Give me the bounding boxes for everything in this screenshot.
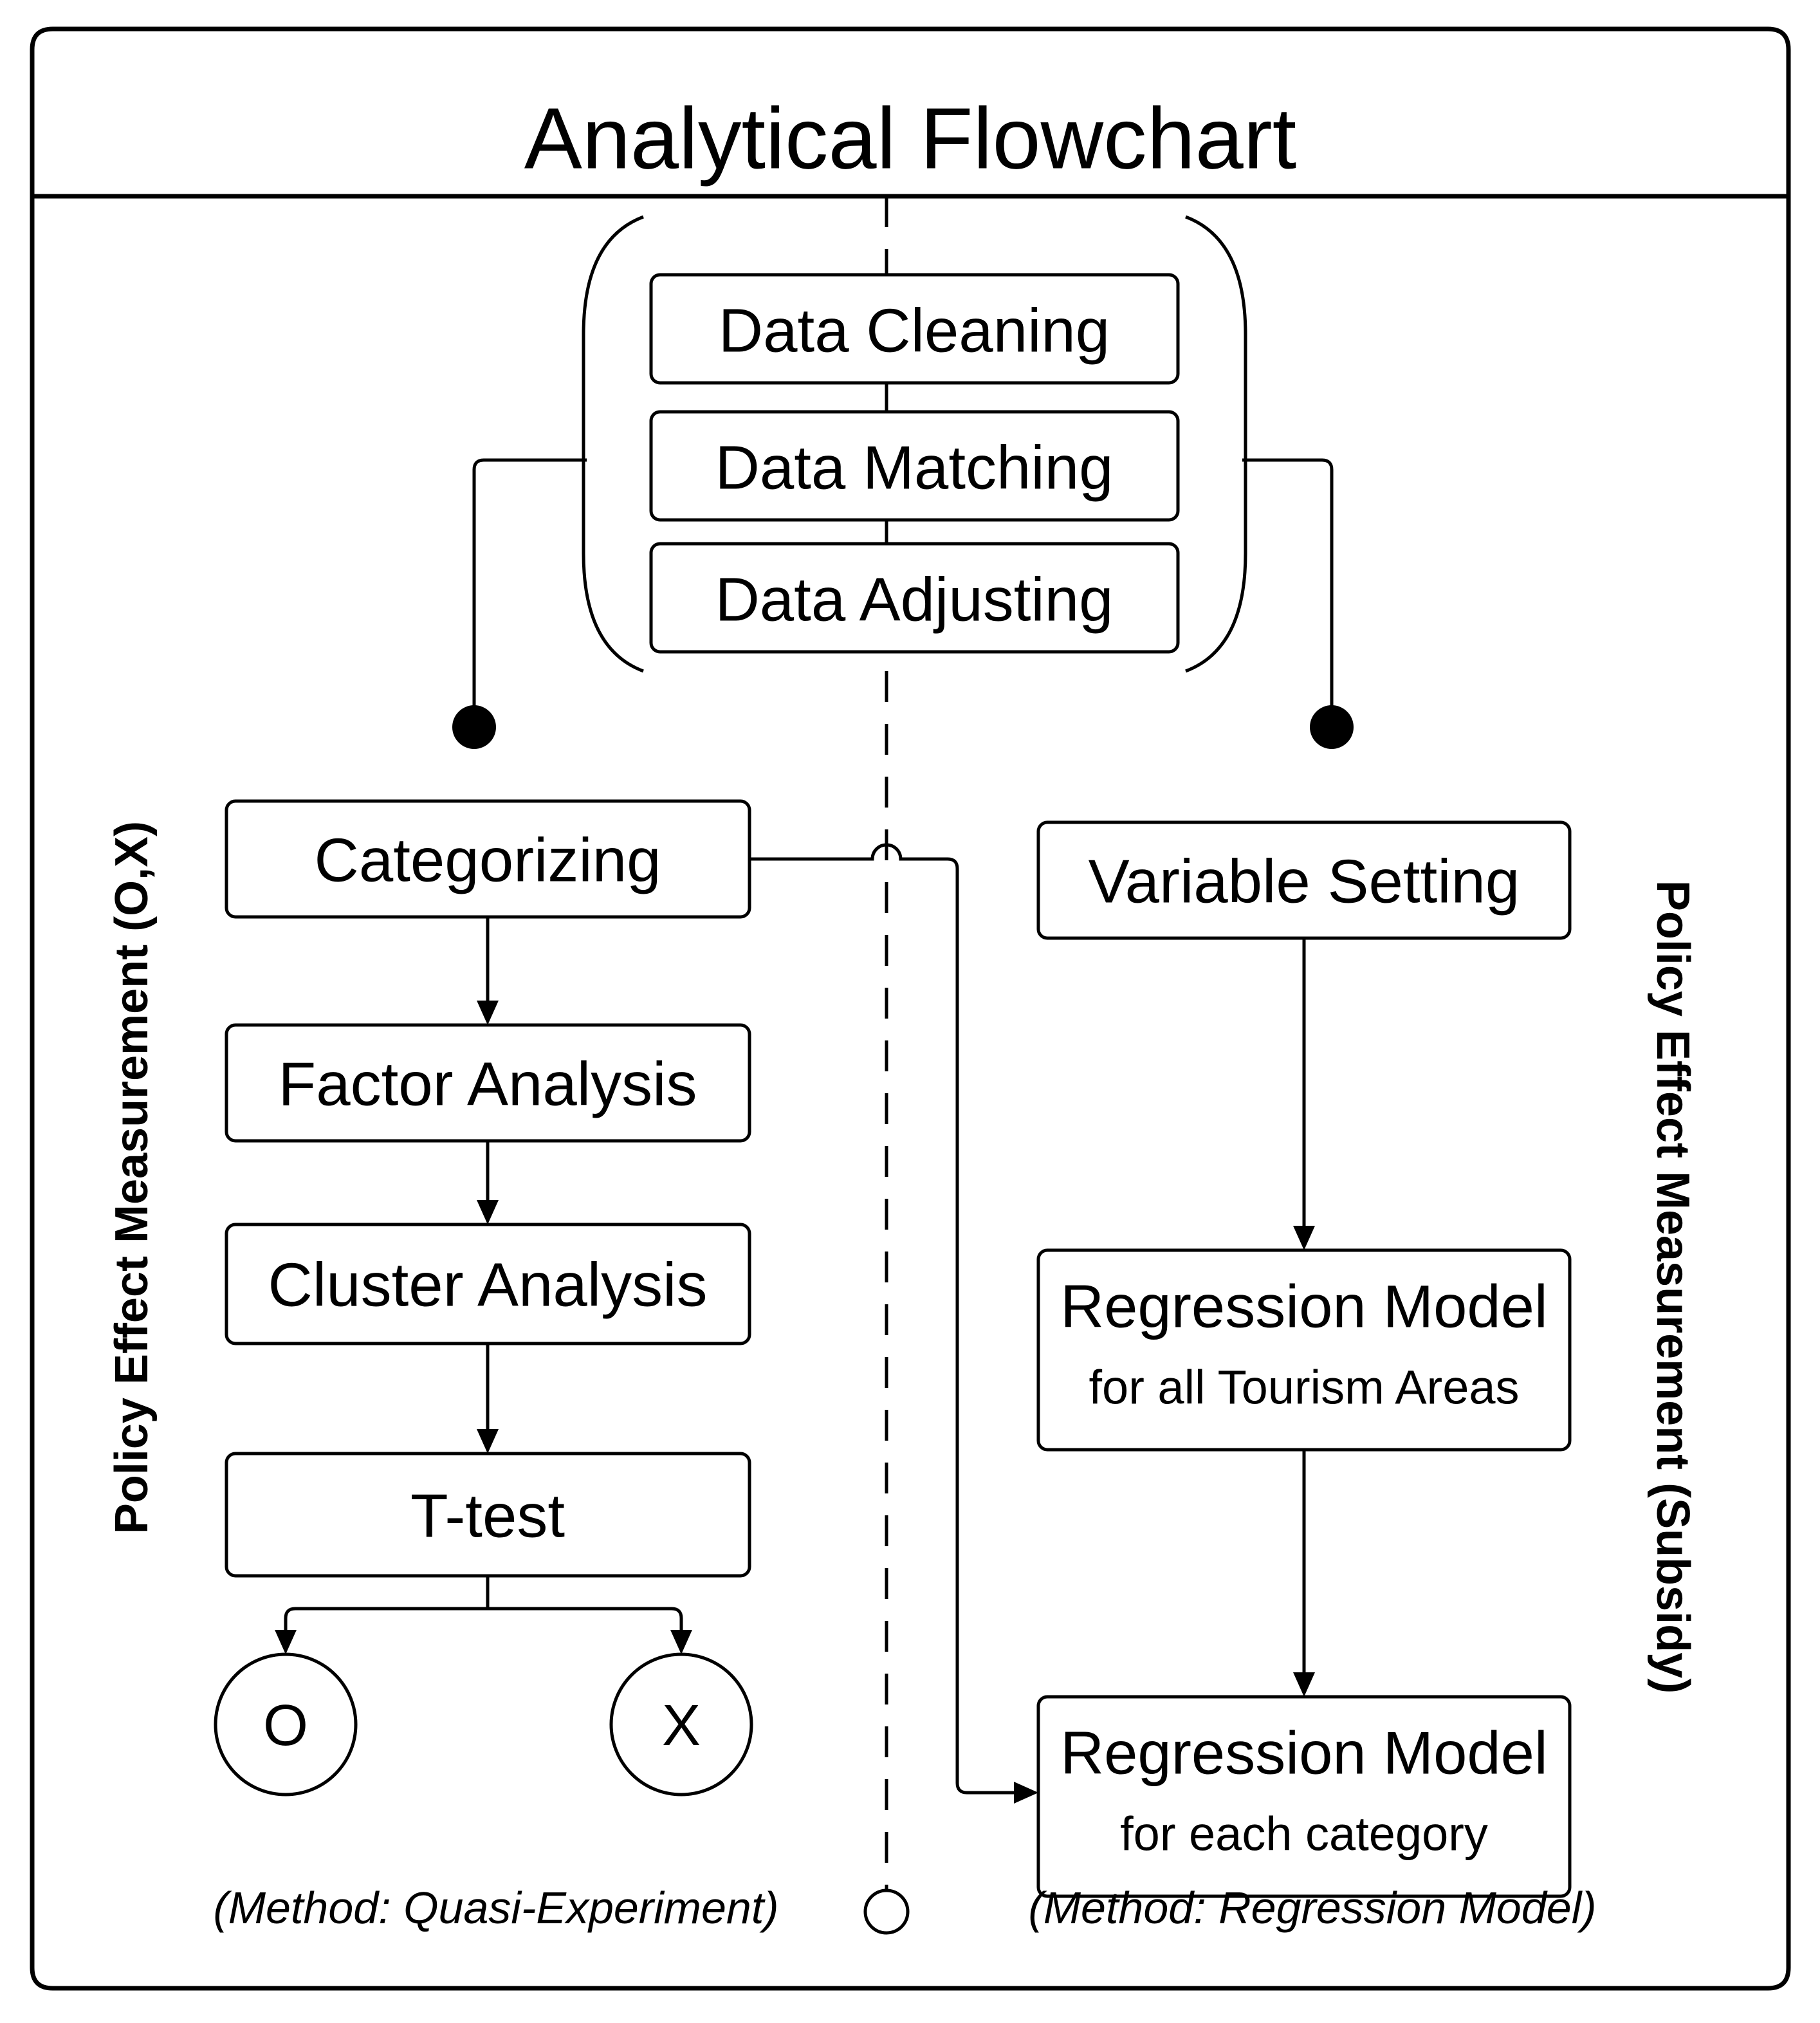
right-junction-dot (1310, 705, 1354, 749)
arrowhead-regression1 (1293, 1226, 1315, 1250)
node-data-adjusting (649, 542, 1180, 654)
arrowhead-regression-category-left (1014, 1782, 1038, 1804)
node-regression-category (1036, 1695, 1572, 1898)
title-bar (30, 26, 1791, 199)
side-label-right: Policy Effect Measurement (Subsidy) (1647, 880, 1698, 1694)
page-title: Analytical Flowchart (524, 90, 1296, 187)
node-variable-setting-label: Variable Setting (1089, 847, 1520, 916)
node-data-matching-label: Data Matching (715, 434, 1114, 503)
node-data-adjusting-label: Data Adjusting (715, 566, 1113, 634)
connector-right-stub (1242, 458, 1334, 709)
node-regression-category-subtitle: for each category (1120, 1807, 1488, 1861)
left-junction-dot (452, 705, 496, 749)
node-regression-all-title: Regression Model (1060, 1273, 1548, 1340)
side-label-left: Policy Effect Measurement (O,X) (106, 821, 158, 1534)
node-data-cleaning-label: Data Cleaning (719, 297, 1110, 365)
arrowhead-outcome-x (670, 1630, 692, 1654)
outcome-x-label: X (662, 1694, 701, 1758)
outcome-circle-o (214, 1652, 358, 1797)
arrowhead-factor (477, 1001, 499, 1025)
node-regression-category-title: Regression Model (1060, 1719, 1548, 1787)
connector-left-stub (472, 458, 587, 709)
node-regression-all-subtitle: for all Tourism Areas (1089, 1361, 1520, 1414)
node-t-test-label: T-test (410, 1482, 565, 1551)
data-prep-left-paren (582, 215, 644, 673)
outcome-o-label: O (263, 1694, 308, 1758)
ttest-branch-bar (284, 1607, 683, 1633)
node-cluster-analysis-label: Cluster Analysis (268, 1251, 708, 1320)
arrowhead-outcome-o (275, 1630, 297, 1654)
node-data-cleaning (649, 273, 1180, 385)
node-factor-analysis-label: Factor Analysis (279, 1050, 697, 1119)
outcome-circle-x (609, 1652, 753, 1797)
method-label-left: (Method: Quasi-Experiment) (213, 1883, 778, 1933)
node-categorizing-label: Categorizing (315, 826, 661, 895)
node-data-matching (649, 410, 1180, 522)
arrowhead-cluster (477, 1200, 499, 1224)
arrowhead-ttest (477, 1429, 499, 1454)
arrowhead-regression2 (1293, 1672, 1315, 1697)
data-prep-right-paren (1185, 215, 1247, 673)
connector-categorizing-to-regression (749, 843, 1015, 1795)
divider-end-circle (863, 1889, 910, 1935)
method-label-right: (Method: Regression Model) (1028, 1883, 1596, 1933)
